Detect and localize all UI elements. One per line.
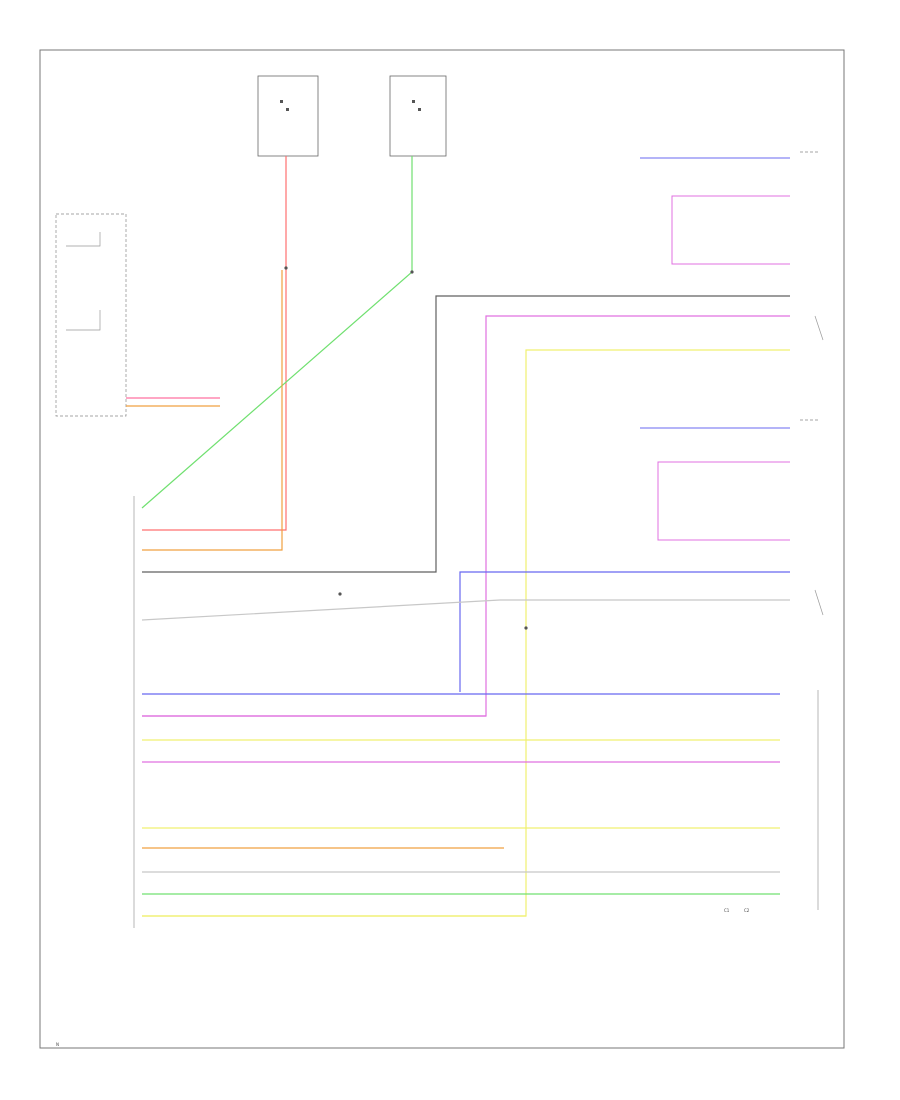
wire-magenta-feed — [142, 315, 790, 717]
seat-switch-assembly — [55, 213, 127, 417]
wire-orange-fuse-to-module — [142, 270, 283, 551]
wire-layer — [126, 156, 790, 917]
wire-gray-feed — [142, 295, 790, 573]
diagram-frame — [39, 49, 845, 1049]
wire-green-fuse-to-module — [141, 156, 413, 509]
seat-heater-loops — [640, 157, 790, 541]
wire-blue-feed — [459, 571, 790, 692]
ground-label-n: N — [56, 1042, 59, 1047]
wire-light-gray-feed — [141, 599, 790, 621]
splice-points — [284, 266, 528, 630]
fuse-box-left — [257, 75, 319, 157]
wire-red-fuse-to-module — [142, 156, 287, 531]
fuse-box-right — [389, 75, 447, 157]
wire-yellow-feed — [142, 349, 790, 917]
right-connector-brackets — [800, 151, 824, 910]
connector-label-c1: C1 — [724, 908, 730, 913]
connector-label-c2: C2 — [744, 908, 750, 913]
